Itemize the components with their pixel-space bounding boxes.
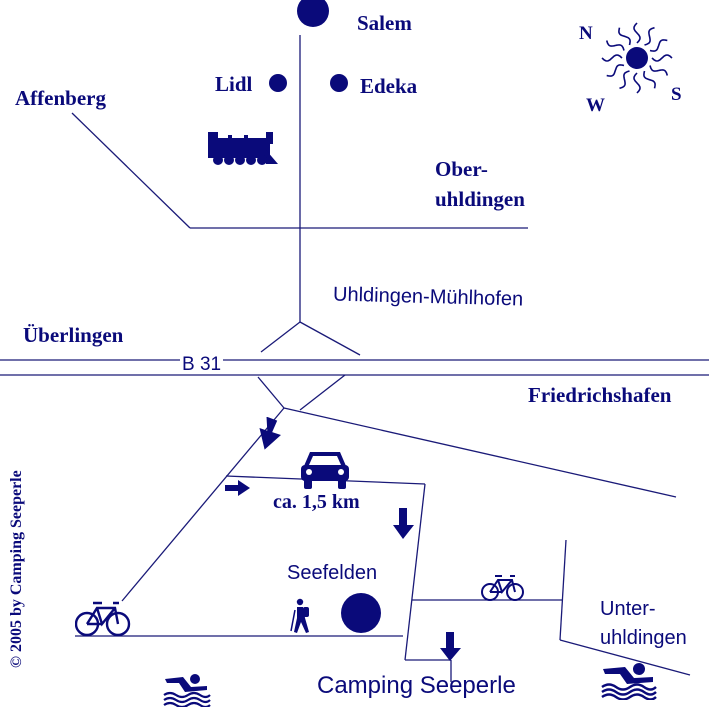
sun-ray (649, 39, 668, 52)
label-affenberg: Affenberg (15, 86, 106, 110)
sun-ray (644, 26, 655, 46)
road-car-down (404, 483, 426, 661)
sun-ray (633, 22, 641, 44)
arrow-down-icon (393, 508, 414, 539)
label-distance: ca. 1,5 km (273, 491, 360, 513)
compass-west: W (586, 95, 605, 116)
train-icon (208, 132, 278, 165)
label-unteruhldingen-1: Unter- (600, 598, 656, 620)
label-uhldingen-muehlhofen: Uhldingen-Mühlhofen (332, 283, 524, 311)
label-friedrichshafen: Friedrichshafen (528, 383, 672, 407)
sun-ray (605, 40, 625, 51)
road-to-bike-path (121, 407, 285, 602)
ramp-north-east (299, 321, 361, 356)
sun-ray (618, 27, 631, 46)
location-dot-icon (330, 74, 348, 92)
location-dot-icon (269, 74, 287, 92)
label-salem: Salem (357, 11, 412, 35)
car-icon (301, 452, 349, 489)
ramp-south-west (257, 376, 285, 409)
arrow-down-icon (259, 417, 281, 450)
label-unteruhldingen-2: uhldingen (600, 627, 687, 649)
ramp-south-east (299, 374, 346, 411)
road-friedrichshafen (283, 407, 677, 498)
compass-north: N (579, 23, 593, 44)
road-unteruhldingen-d (559, 639, 691, 676)
arrow-right-icon (225, 480, 250, 496)
sun-compass-icon (601, 22, 673, 94)
sun-ray (649, 65, 669, 76)
bicycle-icon (481, 575, 524, 601)
compass-south: S (671, 84, 682, 105)
label-seefelden: Seefelden (287, 562, 378, 584)
label-ueberlingen: Überlingen (23, 323, 124, 347)
ramp-north-west (260, 321, 301, 353)
label-b31: B 31 (180, 354, 224, 375)
copyright-note: © 2005 by Camping Seeperle (8, 470, 25, 668)
sun-ray (606, 64, 625, 77)
road-affenberg (71, 112, 191, 229)
bicycle-icon (75, 601, 131, 637)
sun-ray (633, 72, 641, 94)
sun-ray (619, 70, 630, 90)
label-oberuhldingen-1: Ober- (435, 157, 488, 181)
location-dot-icon (341, 593, 381, 633)
label-oberuhldingen-2: uhldingen (435, 187, 525, 211)
sun-ray (643, 70, 656, 89)
label-lidl: Lidl (215, 72, 253, 96)
road-unteruhldingen-v (559, 539, 567, 641)
label-edeka: Edeka (360, 74, 418, 98)
sun-ray (601, 54, 623, 62)
swimmer-icon (163, 674, 211, 707)
swimmer-icon (601, 663, 657, 700)
label-camping-seeperle: Camping Seeperle (317, 672, 516, 699)
sun-ray (651, 54, 673, 62)
arrow-down-icon (440, 632, 461, 661)
hiker-icon (290, 598, 309, 633)
location-dot-icon (297, 0, 329, 27)
